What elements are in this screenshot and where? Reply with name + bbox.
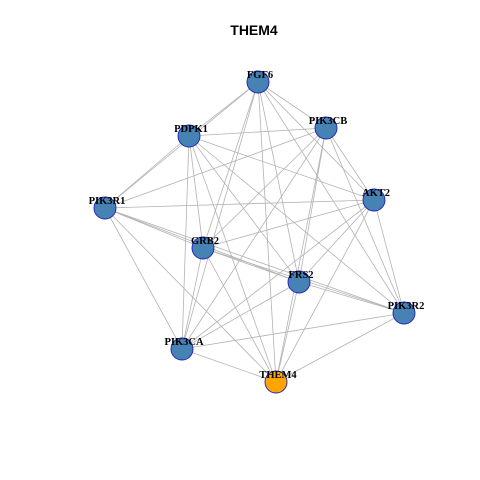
edge-pdpk1-pik3r2 [188, 135, 405, 314]
edge-akt2-them4 [275, 199, 375, 383]
node-label-pik3r1: PIK3R1 [89, 196, 126, 207]
edge-pdpk1-them4 [188, 135, 277, 383]
edge-frs2-pik3ca [181, 281, 300, 350]
node-akt2 [362, 188, 386, 212]
edges-layer [104, 81, 405, 383]
edge-pik3r1-grb2 [104, 207, 204, 249]
edge-pik3r1-pik3r2 [104, 207, 405, 314]
edge-akt2-frs2 [298, 199, 375, 283]
node-label-fgf6: FGF6 [247, 70, 273, 81]
node-pik3cb [314, 116, 338, 140]
edge-pik3cb-pik3r1 [104, 127, 327, 209]
edge-pik3r1-pik3ca [104, 207, 183, 350]
edge-akt2-grb2 [202, 199, 375, 249]
edge-grb2-pik3ca [181, 247, 204, 350]
node-pik3r2 [392, 301, 416, 325]
edge-pdpk1-pik3r1 [104, 135, 190, 209]
node-grb2 [191, 236, 215, 260]
edge-pik3cb-pik3ca [181, 127, 327, 350]
edge-pik3ca-them4 [181, 348, 277, 383]
edge-fgf6-pik3r1 [104, 81, 259, 209]
edge-pik3r1-them4 [104, 207, 277, 383]
edge-fgf6-frs2 [257, 81, 300, 283]
edge-pik3cb-akt2 [325, 127, 375, 201]
edge-pik3cb-grb2 [202, 127, 327, 249]
node-pik3r1 [93, 196, 117, 220]
edge-fgf6-grb2 [202, 81, 259, 249]
edge-fgf6-pik3r2 [257, 81, 405, 314]
node-label-them4: THEM4 [259, 370, 297, 381]
node-label-grb2: GRB2 [191, 236, 219, 247]
node-pik3ca [170, 337, 194, 361]
edge-frs2-pik3r2 [298, 281, 405, 314]
node-label-frs2: FRS2 [288, 270, 313, 281]
node-label-pik3cb: PIK3CB [309, 116, 348, 127]
edge-pik3r2-pik3ca [181, 312, 405, 350]
node-label-pdpk1: PDPK1 [174, 124, 208, 135]
edge-pdpk1-pik3ca [181, 135, 190, 350]
graph-title: THEM4 [230, 22, 278, 38]
edge-pdpk1-pik3cb [188, 127, 327, 137]
edge-pdpk1-grb2 [188, 135, 204, 249]
edge-grb2-frs2 [202, 247, 300, 283]
node-fgf6 [246, 70, 270, 94]
node-label-pik3r2: PIK3R2 [388, 301, 425, 312]
edge-fgf6-pik3ca [181, 81, 259, 350]
edge-pik3r2-them4 [275, 312, 405, 383]
edge-pik3r1-akt2 [104, 199, 375, 209]
edge-fgf6-pik3cb [257, 81, 327, 129]
edge-fgf6-akt2 [257, 81, 375, 201]
edge-pik3cb-them4 [275, 127, 327, 383]
node-them4 [264, 370, 288, 394]
nodes-layer [93, 70, 416, 394]
node-label-pik3ca: PIK3CA [164, 337, 204, 348]
node-pdpk1 [177, 124, 201, 148]
edge-pik3cb-frs2 [298, 127, 327, 283]
edge-grb2-them4 [202, 247, 277, 383]
node-label-akt2: AKT2 [362, 188, 390, 199]
edge-pdpk1-frs2 [188, 135, 300, 283]
edge-akt2-pik3r2 [373, 199, 405, 314]
node-frs2 [287, 270, 311, 294]
edge-pdpk1-akt2 [188, 135, 375, 201]
edge-pik3cb-pik3r2 [325, 127, 405, 314]
